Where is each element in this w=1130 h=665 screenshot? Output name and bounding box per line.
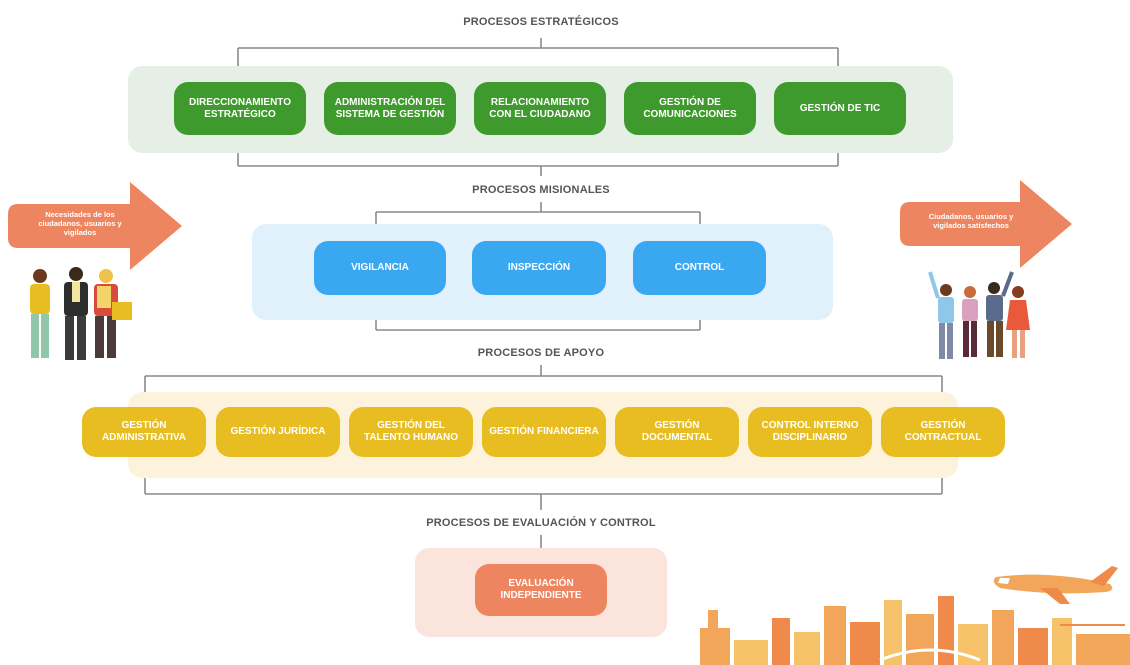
process-gestion-tic[interactable]: GESTIÓN DE TIC <box>774 82 906 135</box>
airplane-icon <box>993 566 1118 604</box>
process-gestion-administrativa[interactable]: GESTIÓN ADMINISTRATIVA <box>82 407 206 457</box>
process-gestion-comunicaciones[interactable]: GESTIÓN DE COMUNICACIONES <box>624 82 756 135</box>
process-gestion-documental[interactable]: GESTIÓN DOCUMENTAL <box>615 407 739 457</box>
process-control-interno-disciplinario[interactable]: CONTROL INTERNO DISCIPLINARIO <box>748 407 872 457</box>
process-gestion-contractual[interactable]: GESTIÓN CONTRACTUAL <box>881 407 1005 457</box>
process-direccionamiento-estrategico[interactable]: DIRECCIONAMIENTO ESTRATÉGICO <box>174 82 306 135</box>
output-arrow-shape <box>900 180 1072 268</box>
input-arrow-shape <box>8 182 182 270</box>
input-arrow-label: Necesidades de los ciudadanos, usuarios … <box>38 210 122 237</box>
process-gestion-talento-humano[interactable]: GESTIÓN DEL TALENTO HUMANO <box>349 407 473 457</box>
strategic-title: PROCESOS ESTRATÉGICOS <box>463 16 619 28</box>
output-arrow-label: Ciudadanos, usuarios y vigilados satisfe… <box>928 212 1014 230</box>
process-evaluacion-independiente[interactable]: EVALUACIÓN INDEPENDIENTE <box>475 564 607 616</box>
process-inspeccion[interactable]: INSPECCIÓN <box>472 241 606 295</box>
missional-title: PROCESOS MISIONALES <box>472 184 610 196</box>
support-title: PROCESOS DE APOYO <box>477 347 605 359</box>
process-relacionamiento-ciudadano[interactable]: RELACIONAMIENTO CON EL CIUDADANO <box>474 82 606 135</box>
process-control[interactable]: CONTROL <box>633 241 766 295</box>
process-administracion-sistema-gestion[interactable]: ADMINISTRACIÓN DEL SISTEMA DE GESTIÓN <box>324 82 456 135</box>
evaluation-title: PROCESOS DE EVALUACIÓN Y CONTROL <box>426 517 656 529</box>
process-vigilancia[interactable]: VIGILANCIA <box>314 241 446 295</box>
process-gestion-juridica[interactable]: GESTIÓN JURÍDICA <box>216 407 340 457</box>
process-gestion-financiera[interactable]: GESTIÓN FINANCIERA <box>482 407 606 457</box>
